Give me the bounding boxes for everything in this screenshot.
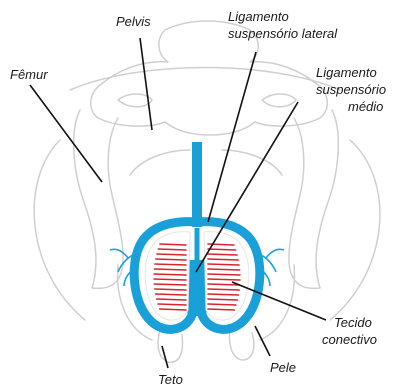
skin-contour (130, 150, 282, 175)
tissue-stripe (154, 269, 186, 270)
tissue-stripe (155, 289, 186, 290)
tissue-stripe (208, 264, 239, 265)
label-tissue-2: conectivo (322, 332, 377, 347)
tissue-stripe (208, 274, 240, 275)
tissue-stripe (208, 249, 236, 250)
tissue-stripe (208, 294, 238, 295)
tissue-stripe (208, 269, 240, 270)
leader-pelvis (140, 38, 152, 130)
label-tissue-1: Tecido (334, 315, 372, 330)
tissue-stripe (208, 289, 239, 290)
tissue-stripe (208, 259, 238, 260)
tissue-stripe (208, 304, 236, 305)
label-skin: Pele (270, 360, 296, 375)
tissue-stripe (154, 284, 186, 285)
tissue-stripe (155, 264, 186, 265)
tissue-stripe (208, 309, 234, 310)
tissue-stripe (160, 309, 186, 310)
tissue-stripe (154, 274, 186, 275)
tissue-stripe (160, 244, 186, 245)
tissue-stripe (208, 299, 237, 300)
body-outline-inner (70, 68, 340, 91)
tissue-stripe (154, 279, 186, 280)
label-medial-ligament-2: suspensório (316, 82, 386, 97)
label-femur: Fêmur (10, 67, 48, 82)
label-medial-ligament-1: Ligamento (316, 65, 377, 80)
pelvis-inner-right (262, 94, 296, 107)
tissue-stripe (158, 249, 186, 250)
teat-right (230, 330, 254, 360)
label-medial-ligament-3: médio (348, 99, 383, 114)
label-lateral-ligament-2: suspensório lateral (228, 26, 338, 41)
label-pelvis: Pelvis (116, 14, 151, 29)
leader-teat (162, 346, 168, 368)
tissue-stripe (208, 279, 240, 280)
label-lateral-ligament-1: Ligamento (228, 9, 289, 24)
tissue-stripe (157, 254, 186, 255)
label-teat: Teto (158, 372, 183, 387)
tissue-stripe (208, 284, 240, 285)
medial-ligament-stem (192, 142, 202, 227)
tissue-stripe (158, 304, 186, 305)
leader-skin (255, 326, 270, 356)
femur-left (74, 110, 123, 288)
tissue-stripe (157, 299, 186, 300)
tissue-stripe (156, 259, 186, 260)
tissue-stripe (208, 254, 237, 255)
leader-lateral-ligament (208, 52, 256, 222)
tissue-stripe (156, 294, 186, 295)
femur-right (289, 110, 338, 288)
